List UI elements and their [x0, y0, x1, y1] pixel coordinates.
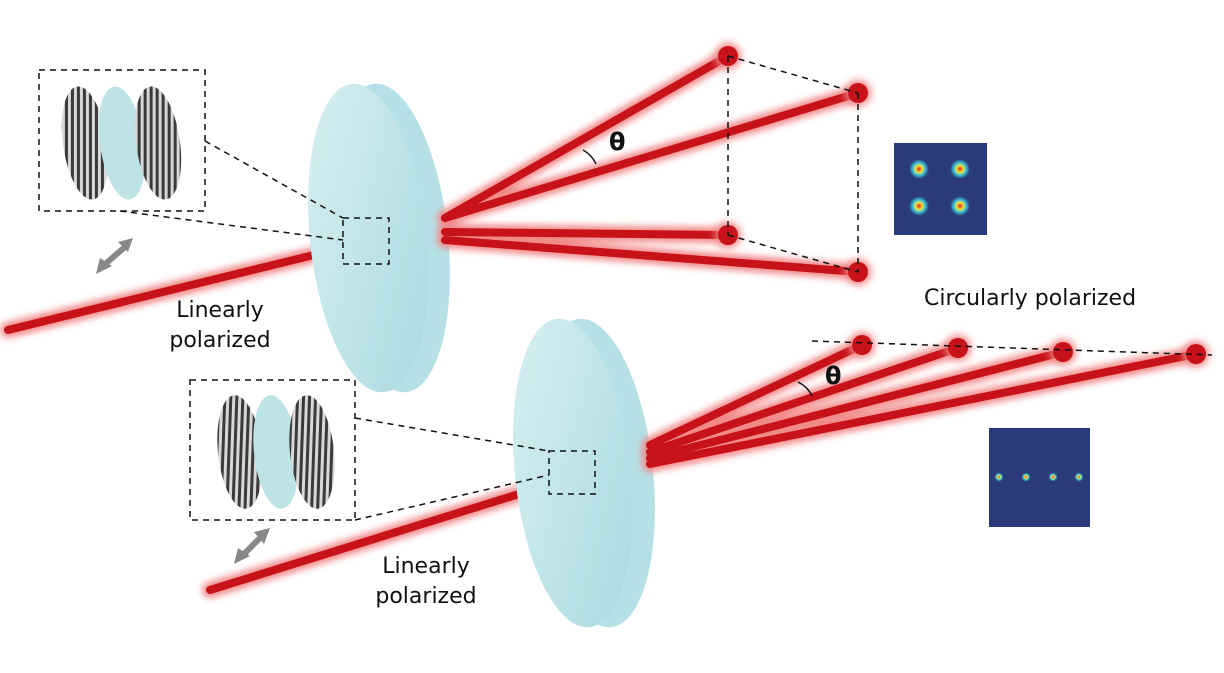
label-linearly-polarized-bottom: Linearly polarized [356, 552, 496, 612]
label-circularly-polarized: Circularly polarized [923, 286, 1137, 311]
zoom-callout-bottom [189, 379, 596, 521]
double-arrow-icon [96, 238, 133, 274]
label-line: Linearly [176, 298, 264, 323]
label-line: polarized [169, 328, 271, 353]
label-linearly-polarized-top: Linearly polarized [150, 296, 290, 356]
theta-label-top: θ [609, 128, 626, 156]
output-beams-top [437, 48, 866, 280]
label-line: Linearly [382, 554, 470, 579]
far-field-pattern-bottom [989, 428, 1090, 527]
beam-spots-top [715, 43, 871, 285]
angle-arc-top [582, 149, 597, 165]
metasurface-lens-top [308, 83, 450, 393]
angle-arc-bottom [797, 381, 813, 397]
label-line: polarized [375, 584, 477, 609]
spot-line-bottom [811, 340, 1213, 356]
double-arrow-icon [234, 528, 270, 564]
metasurface-lens-bottom [513, 318, 655, 628]
theta-label-bottom: θ [825, 362, 842, 390]
zoom-callout-top [38, 69, 390, 265]
spot-outline-top [727, 55, 859, 273]
far-field-pattern-top [894, 143, 987, 235]
grating-inset-top [61, 86, 182, 200]
beam-spots-bottom [849, 332, 1209, 367]
output-beams-bottom [642, 337, 1204, 472]
grating-inset-bottom [217, 395, 335, 509]
